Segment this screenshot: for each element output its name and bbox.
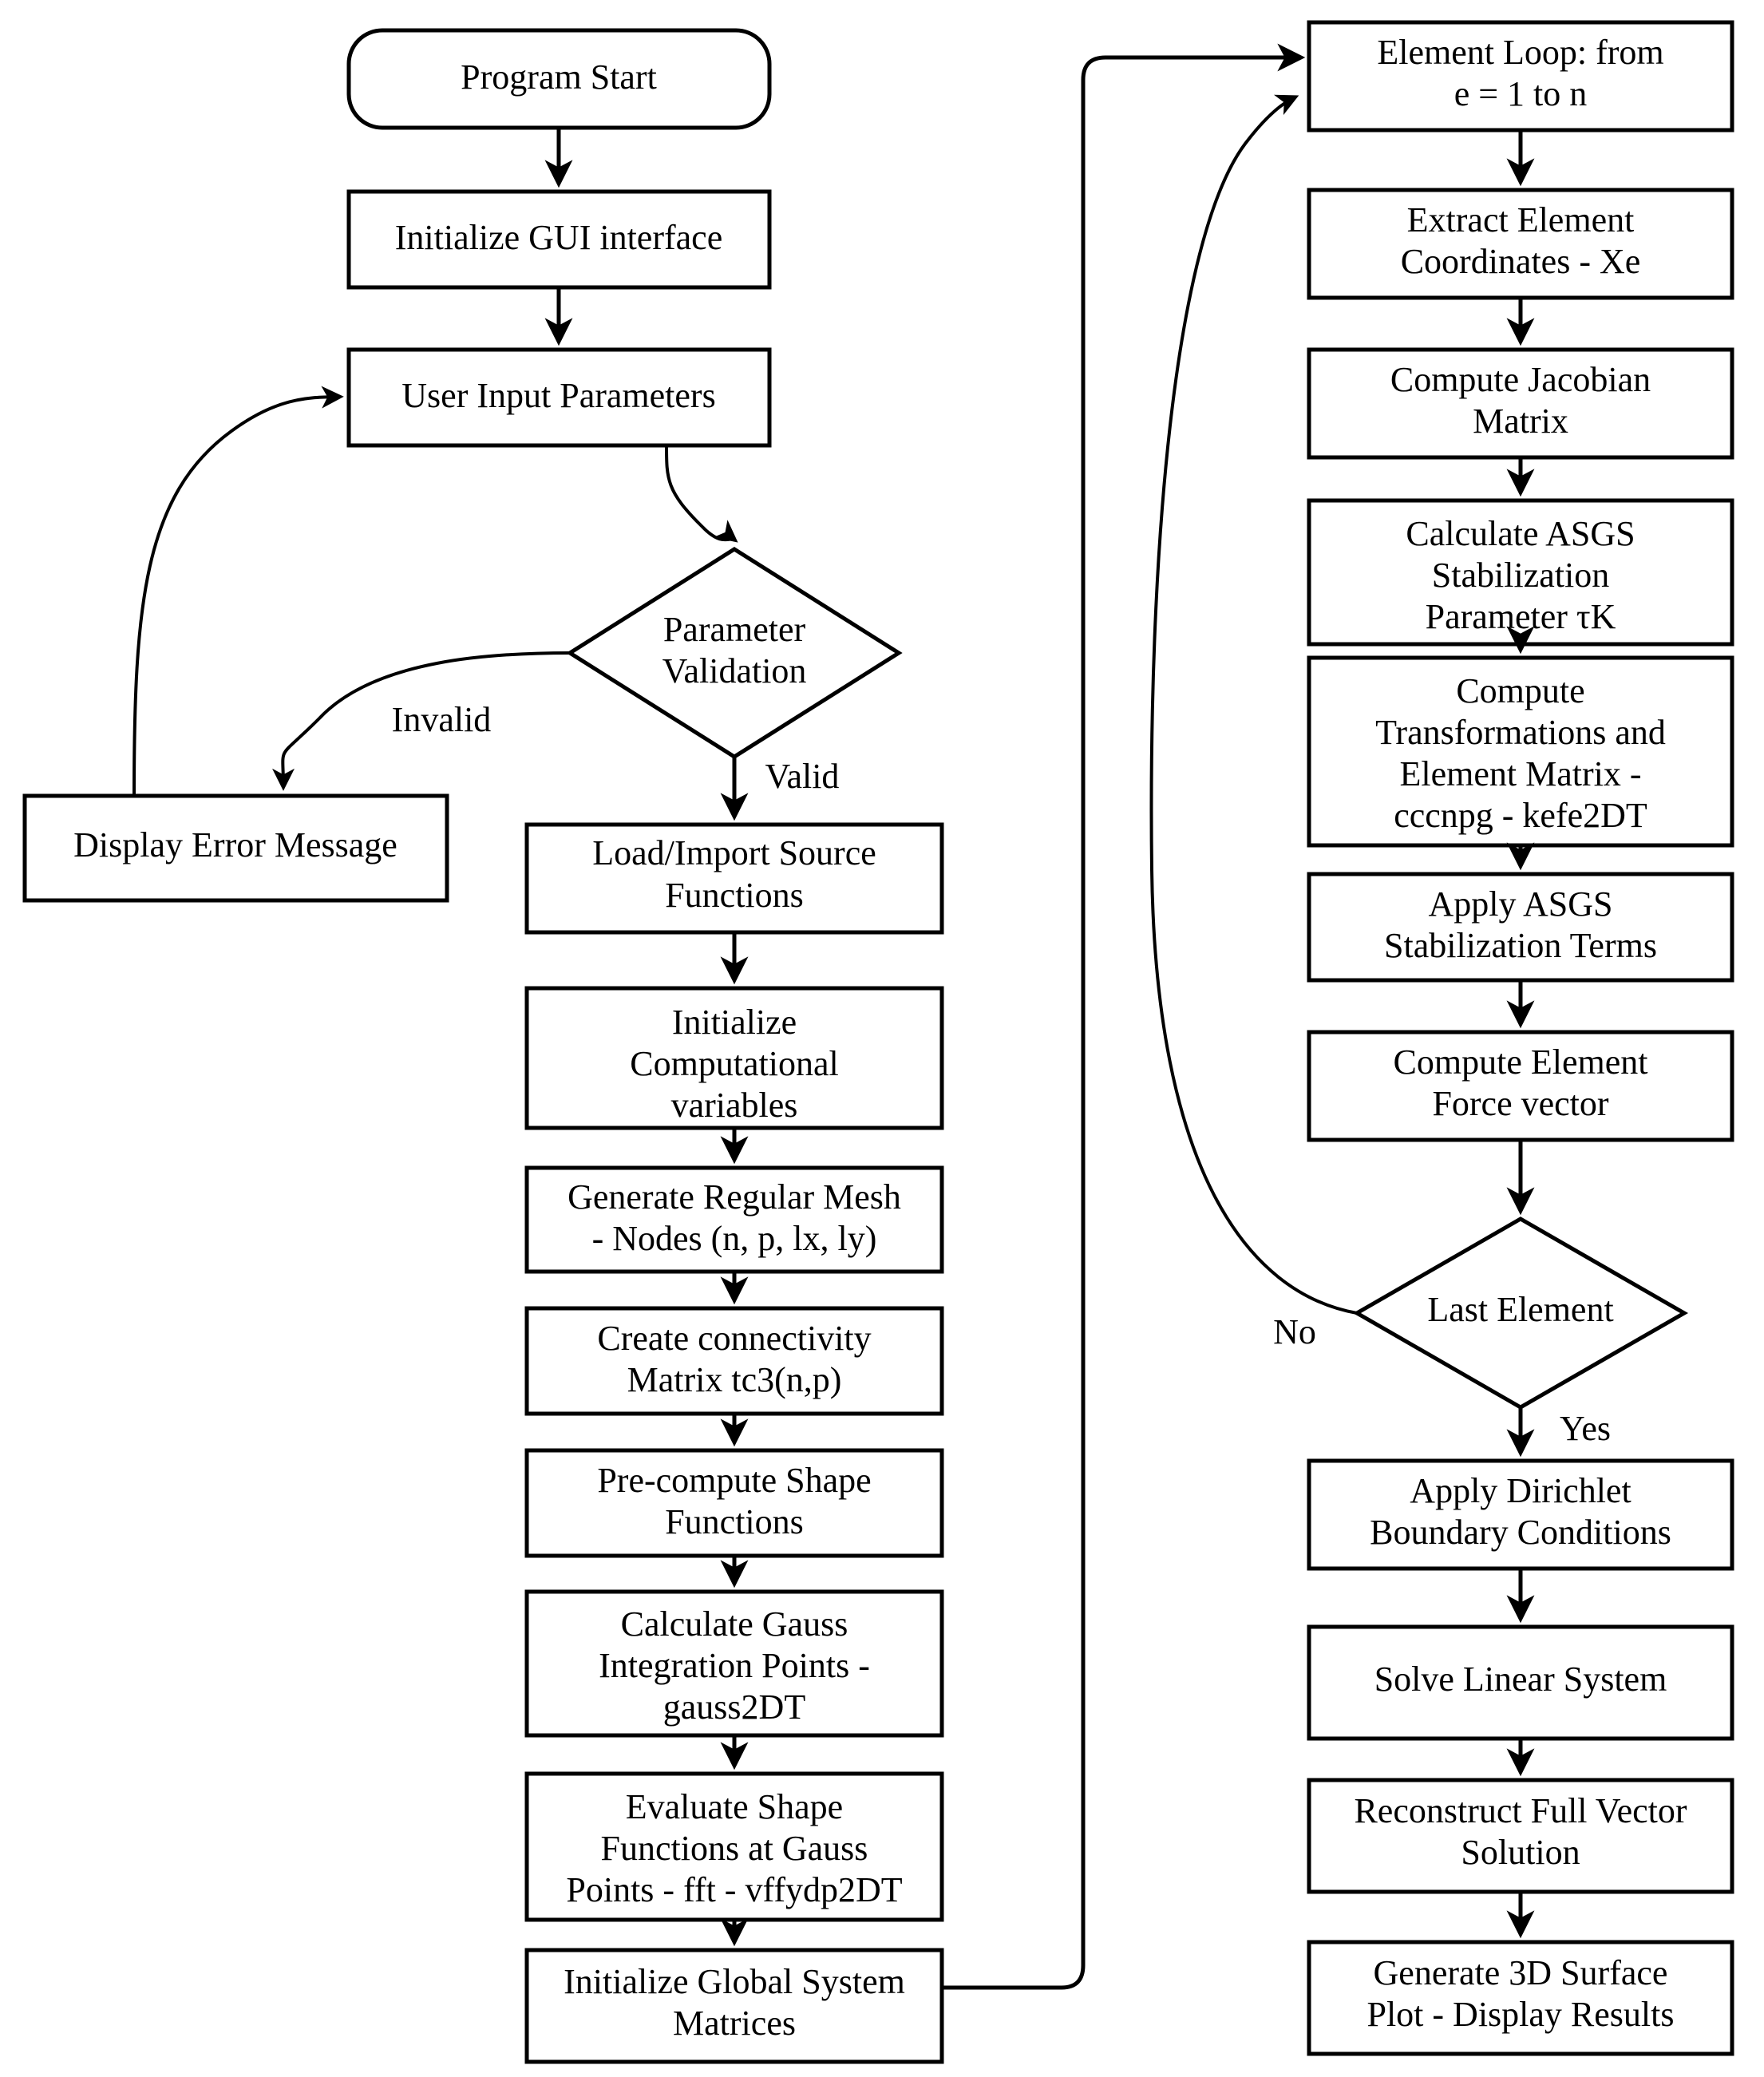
connector-init-global-to-element-loop bbox=[942, 43, 1306, 1990]
node-label: Functions bbox=[665, 1502, 804, 1541]
node-label: Compute Jacobian bbox=[1390, 360, 1651, 399]
node-label: Solve Linear System bbox=[1374, 1660, 1667, 1699]
node-display-error[interactable]: Display Error Message bbox=[22, 793, 449, 903]
node-label: Validation bbox=[662, 651, 807, 690]
edge-label-invalid: Invalid bbox=[392, 700, 492, 739]
node-label: cccnpg - kefe2DT bbox=[1394, 796, 1647, 835]
node-evaluate-shape[interactable]: Evaluate Shape Functions at Gauss Points… bbox=[524, 1771, 944, 1922]
connector-validation-invalid-to-error bbox=[271, 651, 571, 791]
node-asgs-tau[interactable]: Calculate ASGS Stabilization Parameter τ… bbox=[1307, 498, 1734, 647]
edge-label-no: No bbox=[1273, 1312, 1316, 1351]
node-label: Apply Dirichlet bbox=[1410, 1471, 1631, 1510]
node-dirichlet[interactable]: Apply Dirichlet Boundary Conditions bbox=[1307, 1458, 1734, 1571]
node-label: Create connectivity bbox=[597, 1319, 871, 1358]
edge-label-yes: Yes bbox=[1560, 1409, 1611, 1448]
node-label: Integration Points - bbox=[599, 1646, 870, 1685]
node-init-variables[interactable]: Initialize Computational variables bbox=[524, 986, 944, 1130]
node-label: e = 1 to n bbox=[1454, 74, 1588, 113]
node-label: Functions bbox=[665, 876, 804, 915]
node-label: Points - fft - vffydp2DT bbox=[566, 1870, 902, 1909]
node-label: Transformations and bbox=[1375, 713, 1666, 752]
node-label: Computational bbox=[630, 1044, 839, 1083]
node-label: Stabilization Terms bbox=[1384, 926, 1657, 965]
node-label: Compute Element bbox=[1394, 1042, 1648, 1082]
node-program-start[interactable]: Program Start bbox=[346, 28, 772, 130]
node-label: Evaluate Shape bbox=[626, 1787, 843, 1826]
node-label: - Nodes (n, p, lx, ly) bbox=[592, 1219, 877, 1258]
node-label: Load/Import Source bbox=[592, 833, 876, 872]
node-label: Matrices bbox=[673, 2004, 796, 2043]
node-reconstruct[interactable]: Reconstruct Full Vector Solution bbox=[1307, 1778, 1734, 1894]
node-user-input[interactable]: User Input Parameters bbox=[346, 347, 772, 448]
edge-label-valid: Valid bbox=[765, 757, 840, 796]
node-solve-linear[interactable]: Solve Linear System bbox=[1307, 1624, 1734, 1741]
node-label: Initialize GUI interface bbox=[395, 218, 722, 257]
node-label: Generate 3D Surface bbox=[1374, 1953, 1668, 1992]
node-initialize-gui[interactable]: Initialize GUI interface bbox=[346, 189, 772, 290]
node-label: User Input Parameters bbox=[401, 376, 715, 415]
node-label: Compute bbox=[1456, 671, 1584, 710]
node-precompute-shape[interactable]: Pre-compute Shape Functions bbox=[524, 1448, 944, 1558]
node-label: Plot - Display Results bbox=[1367, 1995, 1674, 2034]
connector-error-to-input bbox=[132, 386, 344, 797]
node-extract-coords[interactable]: Extract Element Coordinates - Xe bbox=[1307, 188, 1734, 300]
node-apply-asgs[interactable]: Apply ASGS Stabilization Terms bbox=[1307, 872, 1734, 983]
node-label: Stabilization bbox=[1432, 556, 1609, 595]
node-element-loop[interactable]: Element Loop: from e = 1 to n bbox=[1307, 20, 1734, 133]
node-connectivity-matrix[interactable]: Create connectivity Matrix tc3(n,p) bbox=[524, 1306, 944, 1416]
node-label: Extract Element bbox=[1407, 200, 1635, 239]
node-init-global[interactable]: Initialize Global System Matrices bbox=[524, 1948, 944, 2064]
node-label: Functions at Gauss bbox=[601, 1829, 868, 1868]
node-label: Initialize bbox=[672, 1003, 797, 1042]
node-transformations[interactable]: Compute Transformations and Element Matr… bbox=[1307, 655, 1734, 848]
node-load-source[interactable]: Load/Import Source Functions bbox=[524, 822, 944, 935]
node-generate-mesh[interactable]: Generate Regular Mesh - Nodes (n, p, lx,… bbox=[524, 1165, 944, 1274]
node-label: Calculate ASGS bbox=[1406, 514, 1635, 553]
node-label: Boundary Conditions bbox=[1370, 1513, 1671, 1552]
node-gauss-points[interactable]: Calculate Gauss Integration Points - gau… bbox=[524, 1589, 944, 1738]
node-label: Program Start bbox=[461, 57, 657, 97]
node-label: Calculate Gauss bbox=[621, 1604, 848, 1644]
node-label: Generate Regular Mesh bbox=[568, 1177, 901, 1217]
node-label: Pre-compute Shape bbox=[597, 1461, 871, 1500]
node-force-vector[interactable]: Compute Element Force vector bbox=[1307, 1030, 1734, 1142]
node-label: gauss2DT bbox=[663, 1687, 806, 1727]
node-label: Matrix bbox=[1473, 402, 1568, 441]
node-label: Element Matrix - bbox=[1399, 754, 1641, 793]
connector-input-to-validation bbox=[665, 445, 738, 543]
node-label: Apply ASGS bbox=[1428, 884, 1612, 924]
node-jacobian[interactable]: Compute Jacobian Matrix bbox=[1307, 347, 1734, 460]
node-parameter-validation[interactable]: Parameter Validation bbox=[566, 547, 903, 759]
node-label: Parameter τK bbox=[1426, 597, 1616, 636]
node-label: Matrix tc3(n,p) bbox=[627, 1360, 842, 1399]
node-label: Reconstruct Full Vector bbox=[1354, 1791, 1687, 1830]
node-label: variables bbox=[671, 1086, 798, 1125]
node-surface-plot[interactable]: Generate 3D Surface Plot - Display Resul… bbox=[1307, 1940, 1734, 2056]
node-label: Initialize Global System bbox=[564, 1962, 905, 2001]
node-label: Coordinates - Xe bbox=[1401, 242, 1641, 281]
node-label: Parameter bbox=[663, 610, 806, 649]
node-label: Solution bbox=[1461, 1833, 1580, 1872]
connector-last-element-no-to-loop bbox=[1149, 94, 1358, 1315]
node-label: Element Loop: from bbox=[1377, 33, 1663, 72]
node-label: Force vector bbox=[1432, 1084, 1608, 1123]
node-label: Last Element bbox=[1427, 1290, 1613, 1329]
node-label: Display Error Message bbox=[73, 825, 397, 864]
node-last-element[interactable]: Last Element bbox=[1352, 1217, 1689, 1410]
